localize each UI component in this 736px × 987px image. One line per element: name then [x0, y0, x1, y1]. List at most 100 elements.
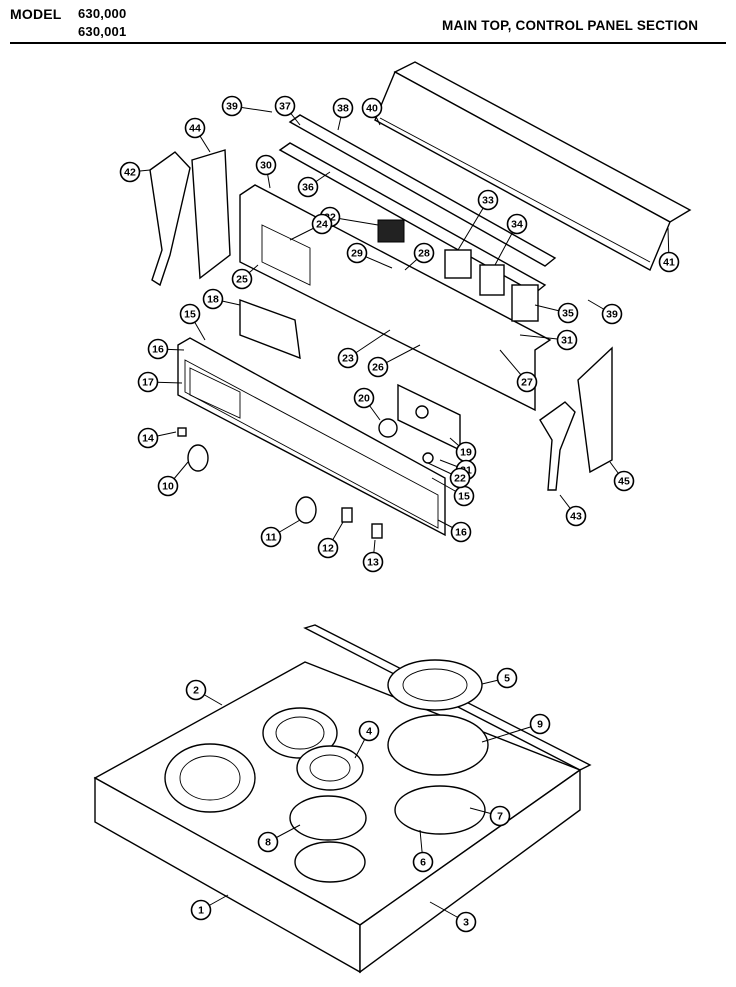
callout-circle [613, 470, 635, 492]
callout-label: 33 [482, 195, 494, 207]
surface-unit-large-left-coil [179, 755, 241, 801]
callout-label: 22 [454, 473, 466, 485]
callout-circle [185, 679, 207, 701]
callout-label: 25 [236, 274, 248, 286]
callout-25: 25 [231, 268, 253, 290]
callout-circle [137, 371, 159, 393]
callout-16: 16 [450, 521, 472, 543]
callout-6: 6 [412, 851, 434, 873]
callout-label: 5 [504, 673, 510, 685]
rear-rail [288, 114, 557, 267]
callout-circle [496, 667, 518, 689]
left-side-bracket [191, 149, 231, 280]
callout-label: 37 [279, 101, 291, 113]
callout-3: 3 [455, 911, 477, 933]
callout-circle [332, 97, 354, 119]
callout-4: 4 [358, 720, 380, 742]
callout-41: 41 [658, 251, 680, 273]
callout-9: 9 [529, 713, 551, 735]
surface-unit-center [296, 745, 364, 791]
callout-circle [556, 329, 578, 351]
callout-19: 19 [455, 441, 477, 463]
knob-10 [187, 444, 209, 472]
callout-label: 16 [152, 344, 164, 356]
right-side-bracket [577, 346, 613, 474]
callout-circle [137, 427, 159, 449]
callout-15: 15 [179, 303, 201, 325]
surface-unit-rear-right-coil [402, 668, 468, 702]
callout-18: 18 [202, 288, 224, 310]
callout-label: 35 [562, 308, 574, 320]
right-bracket-switch [511, 284, 539, 322]
signal-light [422, 452, 434, 464]
callout-circle [516, 371, 538, 393]
callout-circle [455, 911, 477, 933]
callout-circle [412, 851, 434, 873]
callout-circle [202, 288, 224, 310]
callout-circle [601, 303, 623, 325]
relay-switch [444, 249, 472, 279]
control-panel [177, 337, 446, 537]
callout-13: 13 [362, 551, 384, 573]
callout-circle [367, 356, 389, 378]
callout-40: 40 [361, 97, 383, 119]
header-rule [10, 42, 726, 44]
callout-circle [260, 526, 282, 548]
callout-20: 20 [353, 387, 375, 409]
callout-circle [297, 176, 319, 198]
surface-unit-center-coil [309, 754, 351, 782]
callout-43: 43 [565, 505, 587, 527]
callout-label: 6 [420, 857, 426, 869]
knob-11 [295, 496, 317, 524]
callout-label: 23 [342, 353, 354, 365]
callout-label: 8 [265, 837, 271, 849]
callout-circle [257, 831, 279, 853]
callout-17: 17 [137, 371, 159, 393]
callout-label: 24 [316, 219, 328, 231]
callout-38: 38 [332, 97, 354, 119]
callout-35: 35 [557, 302, 579, 324]
callout-label: 31 [561, 335, 573, 347]
callout-circle [190, 899, 212, 921]
callout-14: 14 [137, 427, 159, 449]
callout-circle [361, 97, 383, 119]
callout-23: 23 [337, 347, 359, 369]
callout-label: 30 [260, 160, 272, 172]
main-top-surface [93, 661, 582, 926]
callout-label: 42 [124, 167, 136, 179]
callout-label: 44 [189, 123, 201, 135]
callout-30: 30 [255, 154, 277, 176]
callout-8: 8 [257, 831, 279, 853]
callout-label: 39 [606, 309, 618, 321]
callout-label: 43 [570, 511, 582, 523]
surface-unit-rear-left-coil [275, 716, 325, 750]
model-label: MODEL [10, 6, 62, 22]
right-switch-knob-seat [415, 405, 429, 419]
surface-unit-large-left [164, 743, 256, 813]
callout-label: 3 [463, 917, 469, 929]
callout-45: 45 [613, 470, 635, 492]
callout-34: 34 [506, 213, 528, 235]
callout-circle [346, 242, 368, 264]
callout-circle [449, 467, 471, 489]
part-drawings [93, 61, 692, 974]
opening-front-center [294, 841, 366, 883]
callout-29: 29 [346, 242, 368, 264]
callout-label: 13 [367, 557, 379, 569]
callout-33: 33 [477, 189, 499, 211]
callout-circle [362, 551, 384, 573]
callout-label: 16 [455, 527, 467, 539]
surface-unit-rear-right [387, 659, 483, 711]
callout-label: 14 [142, 433, 154, 445]
callout-circle [274, 95, 296, 117]
clock-module [377, 219, 405, 243]
callout-label: 20 [358, 393, 370, 405]
section-title: MAIN TOP, CONTROL PANEL SECTION [442, 18, 699, 33]
switch-cap-13 [371, 523, 383, 539]
callout-circle [317, 537, 339, 559]
right-control-switch [397, 383, 461, 452]
callout-label: 28 [418, 248, 430, 260]
control-mounting-panel [239, 184, 552, 412]
switch-cap-12 [341, 507, 353, 523]
